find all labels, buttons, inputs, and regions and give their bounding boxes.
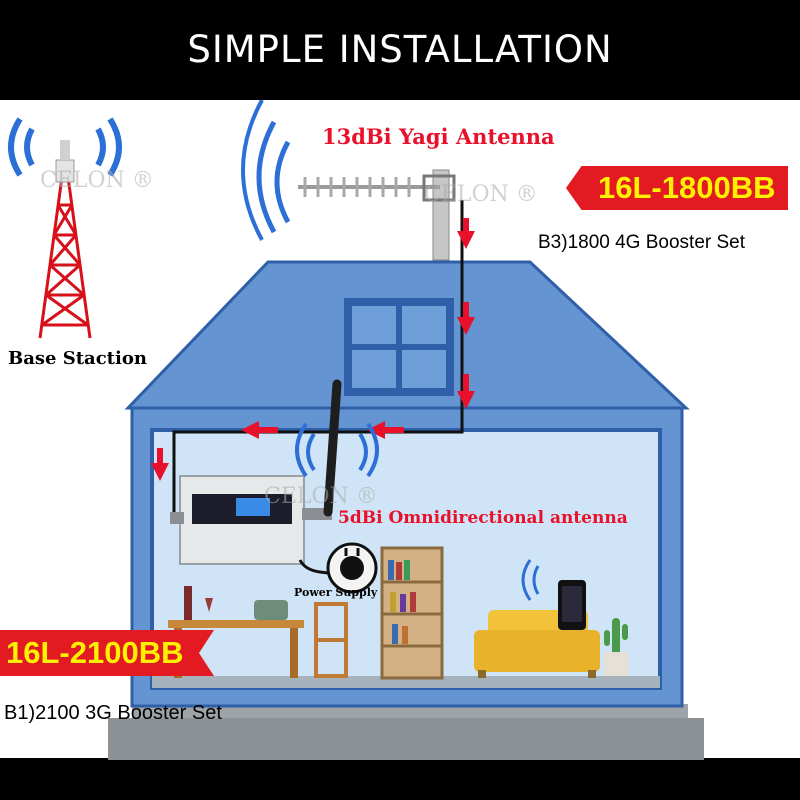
floor <box>152 676 660 688</box>
house-step-upper <box>132 704 688 720</box>
yagi-antenna-icon <box>241 100 456 261</box>
base-station-tower-icon <box>8 117 122 339</box>
header-bar: SIMPLE INSTALLATION <box>0 0 800 100</box>
watermark: CELON ® <box>40 168 154 193</box>
bottom-set-label: B1)2100 3G Booster Set <box>4 702 222 724</box>
coax-cable <box>172 200 464 516</box>
power-plug-icon <box>326 542 378 594</box>
footer-bar <box>0 758 800 800</box>
omni-antenna-icon <box>295 379 379 517</box>
watermark: CELON ® <box>264 484 378 509</box>
omni-antenna-label: 5dBi Omnidirectional antenna <box>338 508 628 528</box>
signal-flow-arrows <box>151 218 475 481</box>
signal-booster-device <box>170 475 332 565</box>
bookshelf-furniture <box>380 546 444 680</box>
signal-wave-icon <box>24 127 35 167</box>
page-title: SIMPLE INSTALLATION <box>187 28 613 71</box>
bottom-model-badge: 16L-2100BB <box>0 630 214 676</box>
attic-window <box>344 298 454 396</box>
power-supply-label: Power Supply <box>294 586 378 599</box>
cactus-plant <box>604 618 628 676</box>
chair-furniture <box>314 602 348 678</box>
installation-diagram <box>8 100 704 760</box>
yagi-antenna-label: 13dBi Yagi Antenna <box>322 124 555 149</box>
smartphone-icon <box>521 559 586 630</box>
top-model-badge: 16L-1800BB <box>566 166 788 210</box>
watermark: CELON ® <box>424 182 538 207</box>
house-step-lower <box>108 718 704 760</box>
base-station-label: Base Staction <box>8 348 147 369</box>
signal-wave-icon <box>274 140 291 224</box>
top-set-label: B3)1800 4G Booster Set <box>538 232 746 253</box>
